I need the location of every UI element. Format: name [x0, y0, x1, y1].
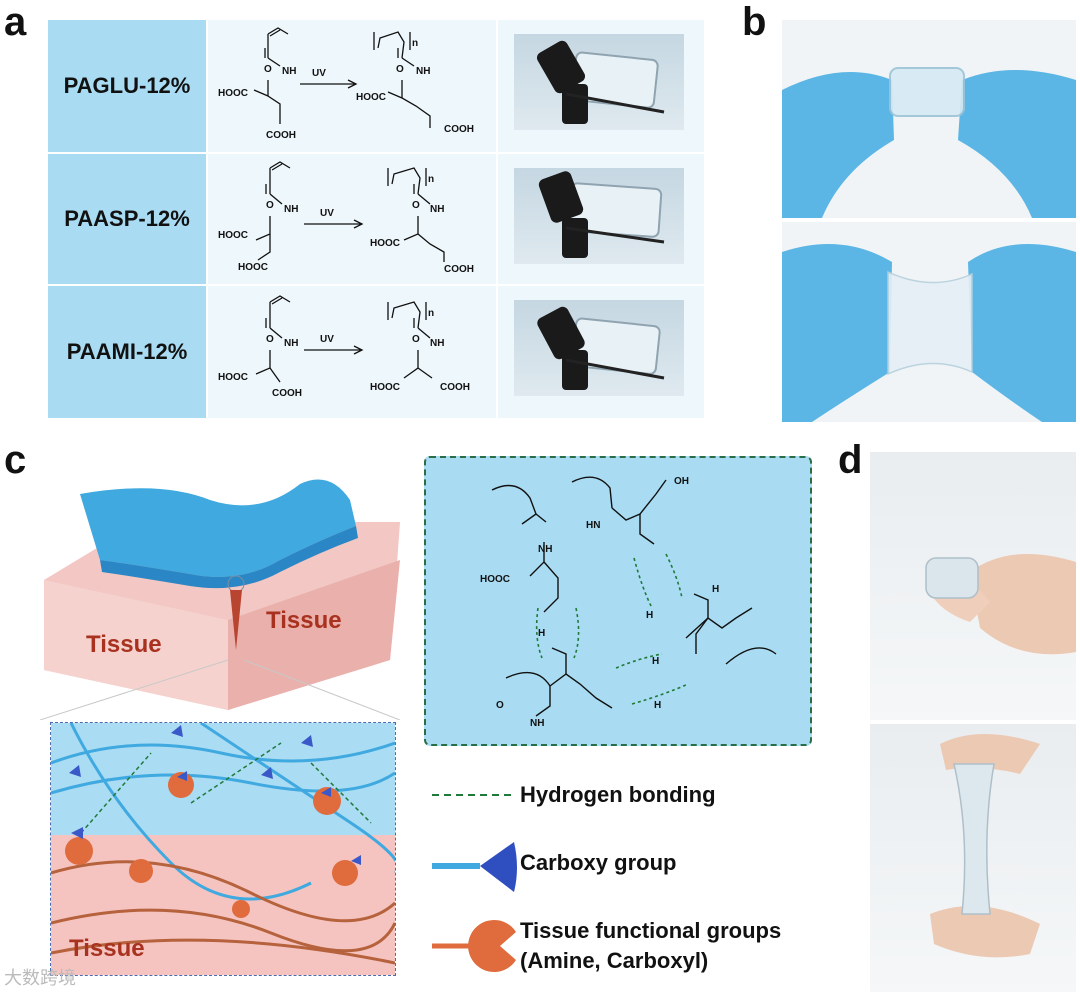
- vial-photo-cell-paasp: [498, 154, 704, 284]
- hbond-legend-icon: [432, 794, 514, 796]
- chem-nh: NH: [284, 204, 298, 215]
- reaction-diagram-paasp: O NH HOOC HOOC UV n O NH HOOC COOH: [218, 161, 474, 275]
- chem-h: H: [652, 656, 659, 667]
- row-label-paami: PAAMI-12%: [48, 286, 206, 418]
- panel-label-d: d: [838, 438, 863, 482]
- reaction-scheme-paglu: O NH HOOC COOH UV n O NH HOOC COOH: [208, 20, 496, 152]
- chem-hooc: HOOC: [218, 230, 248, 241]
- chem-o: O: [266, 200, 274, 211]
- chem-o: O: [264, 64, 272, 75]
- chem-o: O: [396, 64, 404, 75]
- chem-h: H: [646, 610, 653, 621]
- chem-o: O: [496, 700, 504, 711]
- tissue-label-bottom: Tissue: [69, 935, 145, 962]
- chem-hooc: HOOC: [356, 92, 386, 103]
- row-label-paglu: PAGLU-12%: [48, 20, 206, 152]
- chem-hooc: HOOC: [238, 262, 268, 273]
- hbond-chemistry-box: OH HN NH HOOC H H H H H NH O: [424, 456, 812, 746]
- chem-hooc: HOOC: [370, 238, 400, 249]
- chem-o: O: [266, 334, 274, 345]
- glove-stretch-photo: [782, 244, 1076, 422]
- panel-b-photo-top: [782, 20, 1076, 218]
- hydrogel-stretch-photo: [930, 734, 1040, 958]
- reaction-uv: UV: [320, 334, 334, 345]
- vial-photo-cell-paami: [498, 286, 704, 418]
- glove-stretch-photo: [782, 67, 1076, 218]
- vial-icon: [537, 306, 665, 390]
- network-diagram: [51, 723, 395, 965]
- vial-icon: [536, 40, 665, 124]
- chem-cooh: COOH: [444, 264, 474, 275]
- chem-oh: OH: [674, 476, 689, 487]
- chem-o: O: [412, 334, 420, 345]
- chem-hn: HN: [586, 520, 600, 531]
- carboxy-group-icon: [432, 842, 517, 892]
- chem-h: H: [712, 584, 719, 595]
- tissue-group-markers: [65, 772, 358, 918]
- carboxy-markers: [69, 725, 361, 865]
- row-label-paasp: PAASP-12%: [48, 154, 206, 284]
- vial-photo-cell-paglu: [498, 20, 704, 152]
- reaction-uv: UV: [320, 208, 334, 219]
- reaction-scheme-paami: O NH HOOC COOH UV n O NH HOOC COOH: [208, 286, 496, 418]
- panel-label-a: a: [4, 0, 27, 44]
- chem-cooh: COOH: [266, 130, 296, 141]
- reaction-scheme-paasp: O NH HOOC HOOC UV n O NH HOOC COOH: [208, 154, 496, 284]
- vial-photo: [514, 168, 684, 264]
- panel-d-photo-bottom: [870, 724, 1076, 992]
- chem-cooh: COOH: [440, 382, 470, 393]
- vial-photo: [514, 300, 684, 396]
- chem-hooc: HOOC: [370, 382, 400, 393]
- legend-tissue-groups-line1: Tissue functional groups: [520, 918, 782, 943]
- chem-hooc: HOOC: [480, 574, 510, 585]
- chem-h: H: [538, 628, 545, 639]
- chem-n: n: [428, 174, 434, 185]
- chem-nh: NH: [284, 338, 298, 349]
- interface-zoom-box: Tissue: [50, 722, 396, 976]
- panel-label-b: b: [742, 0, 767, 44]
- watermark: 大数跨境: [4, 968, 76, 988]
- chem-hooc: HOOC: [218, 88, 248, 99]
- chem-h: H: [654, 700, 661, 711]
- chem-cooh: COOH: [444, 124, 474, 135]
- hbond-structure: OH HN NH HOOC H H H H H NH O: [480, 476, 777, 729]
- panel-b-photo-bottom: [782, 222, 1076, 422]
- chem-nh: NH: [416, 66, 430, 77]
- chem-nh: NH: [538, 544, 552, 555]
- chem-cooh: COOH: [272, 388, 302, 399]
- tissue-group-icon: [432, 920, 516, 972]
- legend-tissue-groups-line2: (Amine, Carboxyl): [520, 948, 709, 973]
- reaction-diagram-paami: O NH HOOC COOH UV n O NH HOOC COOH: [218, 295, 470, 399]
- panel-label-c: c: [4, 438, 27, 482]
- chem-n: n: [428, 308, 434, 319]
- reaction-diagram-paglu: O NH HOOC COOH UV n O NH HOOC COOH: [218, 27, 474, 141]
- reaction-uv: UV: [312, 68, 326, 79]
- chem-o: O: [412, 200, 420, 211]
- chem-nh: NH: [430, 338, 444, 349]
- legend-carboxy-label: Carboxy group: [520, 850, 677, 875]
- chem-hooc: HOOC: [218, 372, 248, 383]
- chem-nh: NH: [282, 66, 296, 77]
- chem-nh: NH: [430, 204, 444, 215]
- chem-nh: NH: [530, 718, 544, 729]
- vial-photo: [514, 34, 684, 130]
- tissue-adhesion-3d: [39, 479, 401, 721]
- panel-c-tissue-block: [39, 460, 401, 721]
- legend-hbond-label: Hydrogen bonding: [520, 782, 716, 807]
- chem-n: n: [412, 38, 418, 49]
- panel-d-photo-top: [870, 452, 1076, 720]
- tissue-label-left: Tissue: [86, 631, 162, 658]
- vial-icon: [538, 171, 665, 258]
- tissue-label-right: Tissue: [266, 607, 342, 634]
- hydrogel-hold-photo: [925, 554, 1076, 655]
